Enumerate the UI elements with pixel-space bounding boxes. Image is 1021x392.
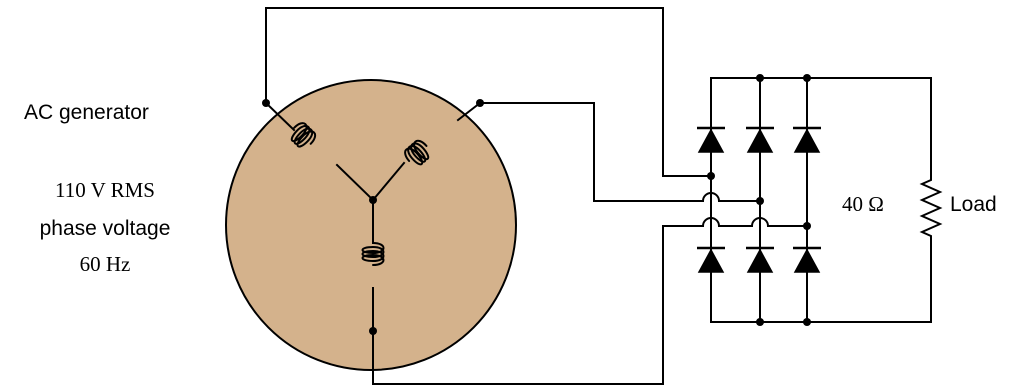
- load-resistor: [919, 169, 943, 253]
- diode-lower-2: [746, 246, 774, 273]
- bus-node: [803, 74, 811, 82]
- generator-circle: [225, 79, 517, 371]
- diode-upper-3: [793, 126, 821, 153]
- phase-wires: [265, 7, 808, 385]
- diode-lower-1: [697, 246, 725, 273]
- frequency-label: 60 Hz: [80, 252, 131, 276]
- bus-node: [756, 74, 764, 82]
- voltage-label-line1: 110 V RMS: [55, 178, 155, 202]
- bus-node: [756, 318, 764, 326]
- phase-node: [803, 222, 811, 230]
- voltage-label-line2: phase voltage: [40, 217, 171, 240]
- load-label: Load: [950, 193, 997, 216]
- phase-node: [707, 172, 715, 180]
- wye-neutral-node: [369, 196, 377, 204]
- diode-lower-3: [793, 246, 821, 273]
- winding-coil-upper-right: [404, 139, 430, 166]
- generator-label: AC generator: [24, 101, 149, 124]
- bus-node: [803, 318, 811, 326]
- rectifier-bridge: [697, 74, 932, 326]
- phase-node: [756, 197, 764, 205]
- diode-upper-2: [746, 126, 774, 153]
- diode-upper-1: [697, 126, 725, 153]
- resistance-label: 40 Ω: [842, 192, 884, 216]
- winding-coil-bottom: [361, 242, 385, 266]
- winding-coil-upper-left: [290, 122, 317, 148]
